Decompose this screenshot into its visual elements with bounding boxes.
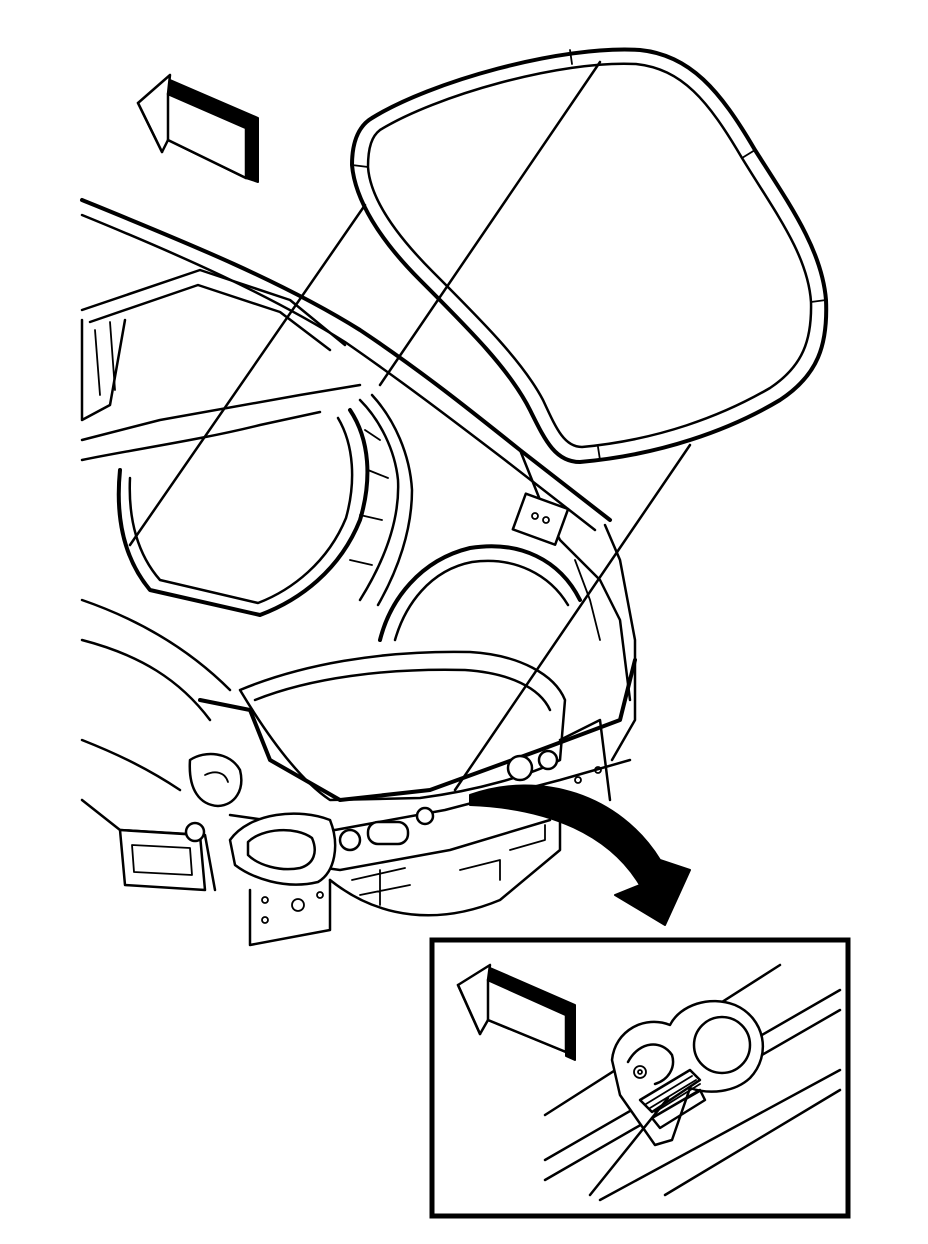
callout-curved-arrow-icon <box>469 784 691 926</box>
vehicle-rear-body <box>80 198 637 947</box>
detail-inset-panel <box>429 937 851 1219</box>
front-direction-arrow-icon <box>136 73 259 183</box>
trunk-weatherstrip-seal <box>128 47 829 792</box>
inset-front-direction-arrow-icon <box>456 963 576 1061</box>
